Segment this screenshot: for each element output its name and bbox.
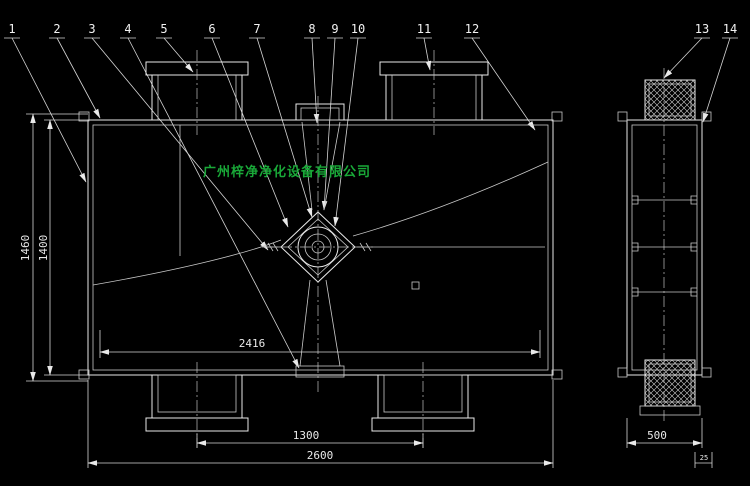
mounting-tabs [78, 111, 563, 380]
leader-line-8 [311, 37, 320, 124]
callout-2: 2 [53, 22, 60, 36]
centerlines-front [196, 50, 435, 448]
leader-line-4 [127, 37, 300, 369]
svg-text:25: 25 [700, 454, 708, 462]
callout-6: 6 [208, 22, 215, 36]
callout-labels: 1 2 3 4 5 6 7 8 9 10 11 12 13 14 [4, 22, 738, 39]
casing-outline [87, 119, 554, 376]
casing-inner-wall [92, 124, 549, 371]
leader-line-11 [423, 37, 432, 71]
leader-line-5 [163, 37, 194, 73]
callout-11: 11 [417, 22, 431, 36]
svg-text:2600: 2600 [307, 449, 334, 462]
leader-line-7 [256, 37, 313, 218]
callout-1: 1 [8, 22, 15, 36]
callout-12: 12 [465, 22, 479, 36]
leader-lines [11, 37, 731, 369]
callout-10: 10 [351, 22, 365, 36]
callout-8: 8 [308, 22, 315, 36]
front-view: 广州梓净净化设备有限公司 [78, 50, 563, 448]
leader-line-10 [333, 37, 359, 227]
callout-5: 5 [160, 22, 167, 36]
top-left-duct [145, 61, 249, 121]
leader-line-13 [663, 37, 703, 79]
center-top-inlet [295, 103, 345, 211]
callout-9: 9 [331, 22, 338, 36]
bottom-left-duct [145, 374, 249, 432]
dim-width-outer: 2600 [87, 380, 554, 468]
leader-line-9 [321, 37, 336, 211]
leader-line-12 [471, 37, 536, 131]
side-bottom-filter [639, 359, 701, 416]
side-casing-inner [631, 124, 698, 371]
dim-side-flange: 25 [694, 452, 713, 468]
dim-height-outer: 1460 [19, 113, 88, 382]
dim-height-inner: 1400 [37, 119, 88, 376]
svg-text:1400: 1400 [37, 235, 50, 262]
callout-7: 7 [253, 22, 260, 36]
dimensions: 1460 1400 2416 1300 2600 [19, 113, 713, 468]
callout-13: 13 [695, 22, 709, 36]
leader-line-6 [211, 37, 289, 228]
bottom-center-flange [295, 279, 345, 378]
dim-side-width: 500 [626, 418, 703, 448]
svg-text:1300: 1300 [293, 429, 320, 442]
svg-text:1460: 1460 [19, 235, 32, 262]
leader-line-2 [56, 37, 101, 119]
side-mounting-tabs [617, 111, 712, 378]
leader-line-1 [11, 37, 87, 183]
side-view [617, 68, 712, 424]
company-watermark: 广州梓净净化设备有限公司 [203, 164, 371, 180]
callout-14: 14 [723, 22, 737, 36]
side-top-filter [644, 79, 696, 121]
svg-text:500: 500 [647, 429, 667, 442]
leader-line-14 [702, 37, 731, 123]
dim-duct-spacing: 1300 [196, 429, 424, 448]
callout-4: 4 [124, 22, 131, 36]
sensor-marker [411, 281, 420, 290]
callout-3: 3 [88, 22, 95, 36]
internal-structure [92, 125, 549, 290]
bottom-right-duct [371, 374, 475, 432]
dim-width-inner: 2416 [99, 330, 541, 358]
side-internal-shelves [632, 195, 697, 297]
svg-text:2416: 2416 [239, 337, 266, 350]
